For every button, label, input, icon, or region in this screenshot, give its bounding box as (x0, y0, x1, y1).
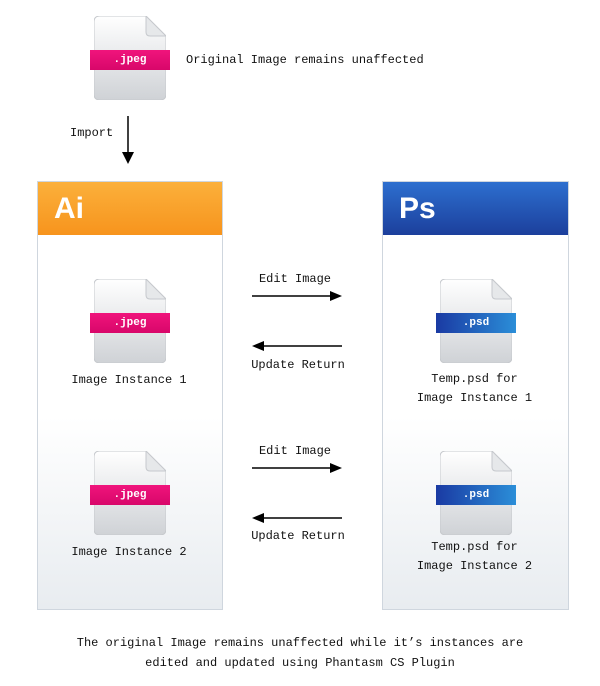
return-arrow-icon (252, 513, 342, 523)
footer-caption-line1: The original Image remains unaffected wh… (76, 636, 524, 650)
ps-instance-1-caption-line2: Image Instance 1 (416, 391, 533, 405)
edit-image-label-1: Edit Image (258, 272, 331, 286)
footer-caption-line2: edited and updated using Phantasm CS Plu… (145, 656, 455, 670)
ps-instance-2-caption-line2: Image Instance 2 (416, 559, 533, 573)
ps-instance-2-caption-line1: Temp.psd for (431, 540, 518, 554)
ai-instance-2-caption: Image Instance 2 (71, 545, 187, 559)
import-arrow-icon (122, 116, 134, 164)
update-return-label-2: Update Return (251, 529, 345, 543)
ai-instance-2-file-icon: .jpeg (90, 451, 170, 535)
edit-image-label-2: Edit Image (258, 444, 331, 458)
ai-instance-1-file-icon: .jpeg (90, 279, 170, 363)
file-extension-band: .psd (436, 485, 516, 505)
import-label: Import (70, 126, 114, 140)
file-extension-band: .psd (436, 313, 516, 333)
photoshop-panel-header: Ps (383, 182, 568, 235)
photoshop-panel: Ps (382, 181, 569, 610)
original-jpeg-file-icon: .jpeg (90, 16, 170, 100)
file-extension-band: .jpeg (90, 50, 170, 70)
illustrator-panel-header: Ai (38, 182, 222, 235)
edit-arrow-icon (252, 291, 342, 301)
return-arrow-icon (252, 341, 342, 351)
illustrator-panel: Ai (37, 181, 223, 610)
original-caption: Original Image remains unaffected (186, 53, 424, 67)
edit-arrow-icon (252, 463, 342, 473)
file-extension-band: .jpeg (90, 313, 170, 333)
file-extension-band: .jpeg (90, 485, 170, 505)
update-return-label-1: Update Return (251, 358, 345, 372)
ps-instance-1-file-icon: .psd (436, 279, 516, 363)
ps-instance-1-caption-line1: Temp.psd for (431, 372, 518, 386)
ai-instance-1-caption: Image Instance 1 (71, 373, 187, 387)
ps-instance-2-file-icon: .psd (436, 451, 516, 535)
